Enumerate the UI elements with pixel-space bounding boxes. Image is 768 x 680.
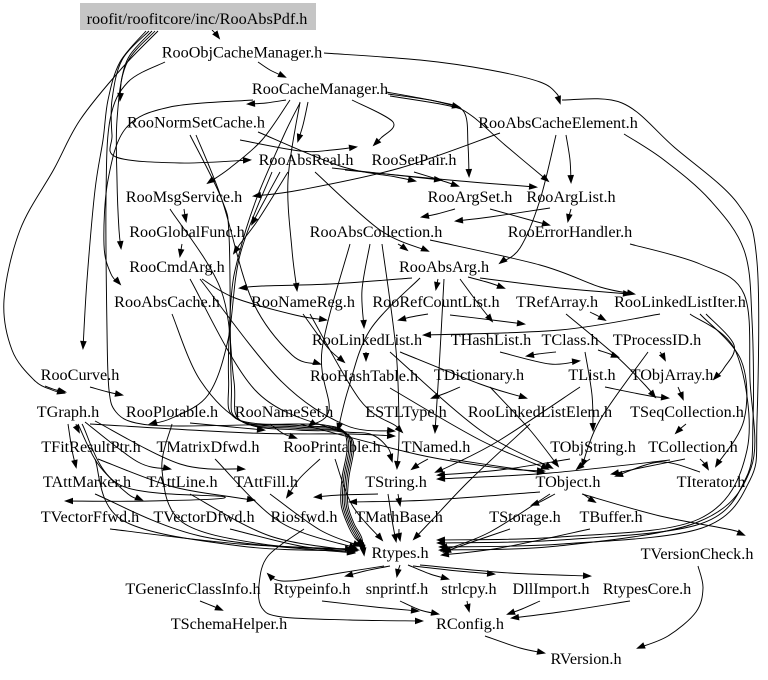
svg-text:RooCmdArg.h: RooCmdArg.h — [129, 258, 225, 276]
svg-text:TBuffer.h: TBuffer.h — [579, 508, 642, 526]
svg-text:RtypesCore.h: RtypesCore.h — [603, 580, 692, 598]
svg-text:roofit/roofitcore/inc/RooAbsPd: roofit/roofitcore/inc/RooAbsPdf.h — [87, 10, 308, 28]
svg-text:RooErrorHandler.h: RooErrorHandler.h — [508, 223, 633, 241]
svg-text:DllImport.h: DllImport.h — [513, 580, 590, 598]
svg-text:Rtypeinfo.h: Rtypeinfo.h — [274, 580, 351, 598]
svg-text:TSeqCollection.h: TSeqCollection.h — [630, 403, 744, 421]
svg-text:Rtypes.h: Rtypes.h — [371, 544, 428, 562]
svg-text:RooMsgService.h: RooMsgService.h — [126, 188, 242, 206]
svg-text:RooSetPair.h: RooSetPair.h — [372, 151, 457, 169]
svg-text:RVersion.h: RVersion.h — [550, 650, 621, 668]
svg-text:TMathBase.h: TMathBase.h — [355, 508, 443, 526]
svg-text:TVectorDfwd.h: TVectorDfwd.h — [153, 508, 254, 526]
svg-text:TGenericClassInfo.h: TGenericClassInfo.h — [125, 580, 260, 598]
svg-text:TIterator.h: TIterator.h — [677, 473, 746, 491]
svg-text:TClass.h: TClass.h — [541, 331, 598, 349]
svg-text:TObject.h: TObject.h — [536, 473, 601, 491]
svg-text:TDictionary.h: TDictionary.h — [434, 366, 524, 384]
svg-text:RooLinkedListElem.h: RooLinkedListElem.h — [468, 403, 612, 421]
svg-text:RConfig.h: RConfig.h — [436, 615, 504, 633]
svg-text:RooAbsCacheElement.h: RooAbsCacheElement.h — [478, 114, 638, 132]
svg-text:RooArgSet.h: RooArgSet.h — [428, 188, 513, 206]
svg-text:TSchemaHelper.h: TSchemaHelper.h — [171, 615, 287, 633]
svg-text:RooAbsReal.h: RooAbsReal.h — [259, 151, 354, 169]
svg-text:TFitResultPtr.h: TFitResultPtr.h — [41, 438, 140, 456]
svg-text:TAttMarker.h: TAttMarker.h — [43, 473, 131, 491]
svg-text:RooObjCacheManager.h: RooObjCacheManager.h — [162, 44, 322, 62]
svg-text:TCollection.h: TCollection.h — [648, 438, 737, 456]
svg-text:RooLinkedListIter.h: RooLinkedListIter.h — [614, 293, 746, 311]
svg-text:TObjString.h: TObjString.h — [550, 438, 636, 456]
svg-text:RooLinkedList.h: RooLinkedList.h — [312, 331, 422, 349]
svg-text:RooAbsArg.h: RooAbsArg.h — [399, 258, 489, 276]
svg-text:TAttLine.h: TAttLine.h — [146, 473, 217, 491]
svg-text:TVersionCheck.h: TVersionCheck.h — [641, 545, 754, 563]
svg-text:TRefArray.h: TRefArray.h — [516, 293, 598, 311]
svg-text:TString.h: TString.h — [365, 473, 427, 491]
svg-text:TGraph.h: TGraph.h — [37, 403, 99, 421]
svg-text:TObjArray.h: TObjArray.h — [631, 366, 714, 384]
svg-text:RooAbsCollection.h: RooAbsCollection.h — [310, 223, 443, 241]
svg-text:RooArgList.h: RooArgList.h — [526, 188, 615, 206]
svg-text:TProcessID.h: TProcessID.h — [613, 331, 702, 349]
svg-text:THashList.h: THashList.h — [451, 331, 531, 349]
svg-text:snprintf.h: snprintf.h — [366, 580, 429, 598]
svg-text:RooNormSetCache.h: RooNormSetCache.h — [127, 114, 265, 132]
svg-text:Riosfwd.h: Riosfwd.h — [270, 508, 337, 526]
svg-text:RooCurve.h: RooCurve.h — [41, 366, 120, 384]
svg-text:strlcpy.h: strlcpy.h — [441, 580, 496, 598]
svg-text:TMatrixDfwd.h: TMatrixDfwd.h — [157, 438, 260, 456]
svg-text:RooHashTable.h: RooHashTable.h — [310, 367, 418, 385]
svg-text:TNamed.h: TNamed.h — [402, 438, 471, 456]
svg-text:ESTLType.h: ESTLType.h — [365, 403, 446, 421]
svg-text:RooRefCountList.h: RooRefCountList.h — [372, 293, 499, 311]
svg-text:TAttFill.h: TAttFill.h — [234, 473, 298, 491]
svg-text:TStorage.h: TStorage.h — [489, 508, 560, 526]
svg-text:RooAbsCache.h: RooAbsCache.h — [114, 293, 220, 311]
svg-text:RooCacheManager.h: RooCacheManager.h — [252, 80, 388, 98]
svg-text:TVectorFfwd.h: TVectorFfwd.h — [41, 508, 139, 526]
svg-text:RooNameReg.h: RooNameReg.h — [251, 293, 355, 311]
svg-text:RooPrintable.h: RooPrintable.h — [283, 438, 381, 456]
svg-text:RooGlobalFunc.h: RooGlobalFunc.h — [129, 223, 245, 241]
svg-text:RooNameSet.h: RooNameSet.h — [235, 403, 333, 421]
svg-text:RooPlotable.h: RooPlotable.h — [126, 403, 218, 421]
svg-text:TList.h: TList.h — [568, 366, 615, 384]
